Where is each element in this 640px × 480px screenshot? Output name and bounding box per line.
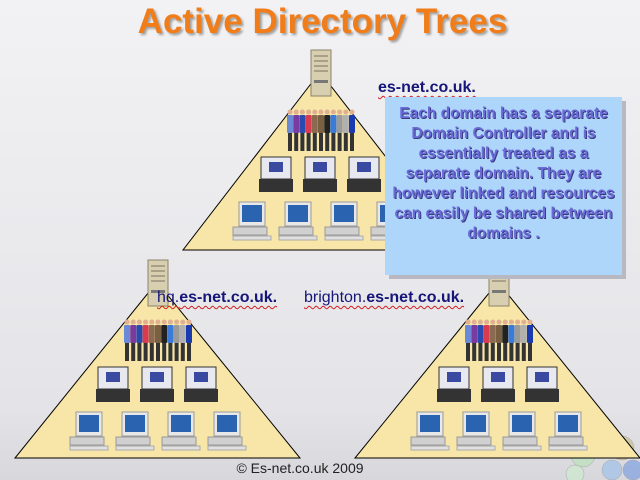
- person-icon: [136, 319, 143, 361]
- laptop-icon: [347, 156, 381, 192]
- person-icon: [124, 319, 130, 361]
- explanation-callout: Each domain has a separate Domain Contro…: [385, 97, 622, 275]
- laptop-icon: [259, 156, 293, 192]
- person-icon: [342, 109, 349, 151]
- decorative-bubble: [601, 459, 623, 480]
- person-icon: [293, 109, 300, 151]
- server-icon: [147, 259, 169, 307]
- person-icon: [324, 109, 331, 151]
- person-icon: [305, 109, 312, 151]
- person-icon: [318, 109, 324, 151]
- desktop-computer-icon: [456, 411, 496, 451]
- person-icon: [527, 319, 533, 361]
- desktop-computer-icon: [324, 201, 364, 241]
- person-icon: [287, 109, 293, 151]
- root-domain-label: es-net.co.uk.: [378, 79, 476, 96]
- person-icon: [311, 109, 318, 151]
- person-icon: [167, 319, 174, 361]
- desktop-computer-icon: [232, 201, 272, 241]
- person-icon: [508, 319, 515, 361]
- person-icon: [489, 319, 496, 361]
- brighton-domain-tree: [353, 259, 640, 459]
- desktop-computer-icon: [161, 411, 201, 451]
- copyright-footer: © Es-net.co.uk 2009: [236, 460, 364, 476]
- hq-domain-tree: [13, 259, 302, 459]
- laptop-icon: [140, 366, 174, 402]
- person-icon: [173, 319, 180, 361]
- desktop-computer-icon: [207, 411, 247, 451]
- laptop-icon: [184, 366, 218, 402]
- desktop-computer-icon: [502, 411, 542, 451]
- person-icon: [336, 109, 343, 151]
- laptop-icon: [525, 366, 559, 402]
- person-icon: [514, 319, 521, 361]
- slide-title: Active Directory Trees: [137, 2, 508, 41]
- person-icon: [155, 319, 161, 361]
- desktop-computer-icon: [69, 411, 109, 451]
- desktop-computer-icon: [410, 411, 450, 451]
- person-icon: [502, 319, 509, 361]
- person-icon: [483, 319, 490, 361]
- person-icon: [130, 319, 137, 361]
- laptop-icon: [437, 366, 471, 402]
- person-icon: [477, 319, 484, 361]
- laptop-icon: [303, 156, 337, 192]
- hq-domain-label: hq.es-net.co.uk.: [157, 289, 278, 306]
- person-icon: [148, 319, 155, 361]
- laptop-icon: [481, 366, 515, 402]
- decorative-bubble: [565, 464, 585, 480]
- person-icon: [142, 319, 149, 361]
- person-icon: [186, 319, 192, 361]
- desktop-computer-icon: [548, 411, 588, 451]
- person-icon: [330, 109, 337, 151]
- person-icon: [496, 319, 502, 361]
- person-icon: [520, 319, 527, 361]
- decorative-bubble: [622, 459, 640, 480]
- desktop-computer-icon: [278, 201, 318, 241]
- person-icon: [299, 109, 306, 151]
- desktop-computer-icon: [115, 411, 155, 451]
- person-icon: [179, 319, 186, 361]
- server-icon: [310, 49, 332, 97]
- person-icon: [471, 319, 478, 361]
- laptop-icon: [96, 366, 130, 402]
- person-icon: [161, 319, 168, 361]
- person-icon: [349, 109, 355, 151]
- brighton-domain-label: brighton.es-net.co.uk.: [304, 289, 465, 306]
- person-icon: [465, 319, 471, 361]
